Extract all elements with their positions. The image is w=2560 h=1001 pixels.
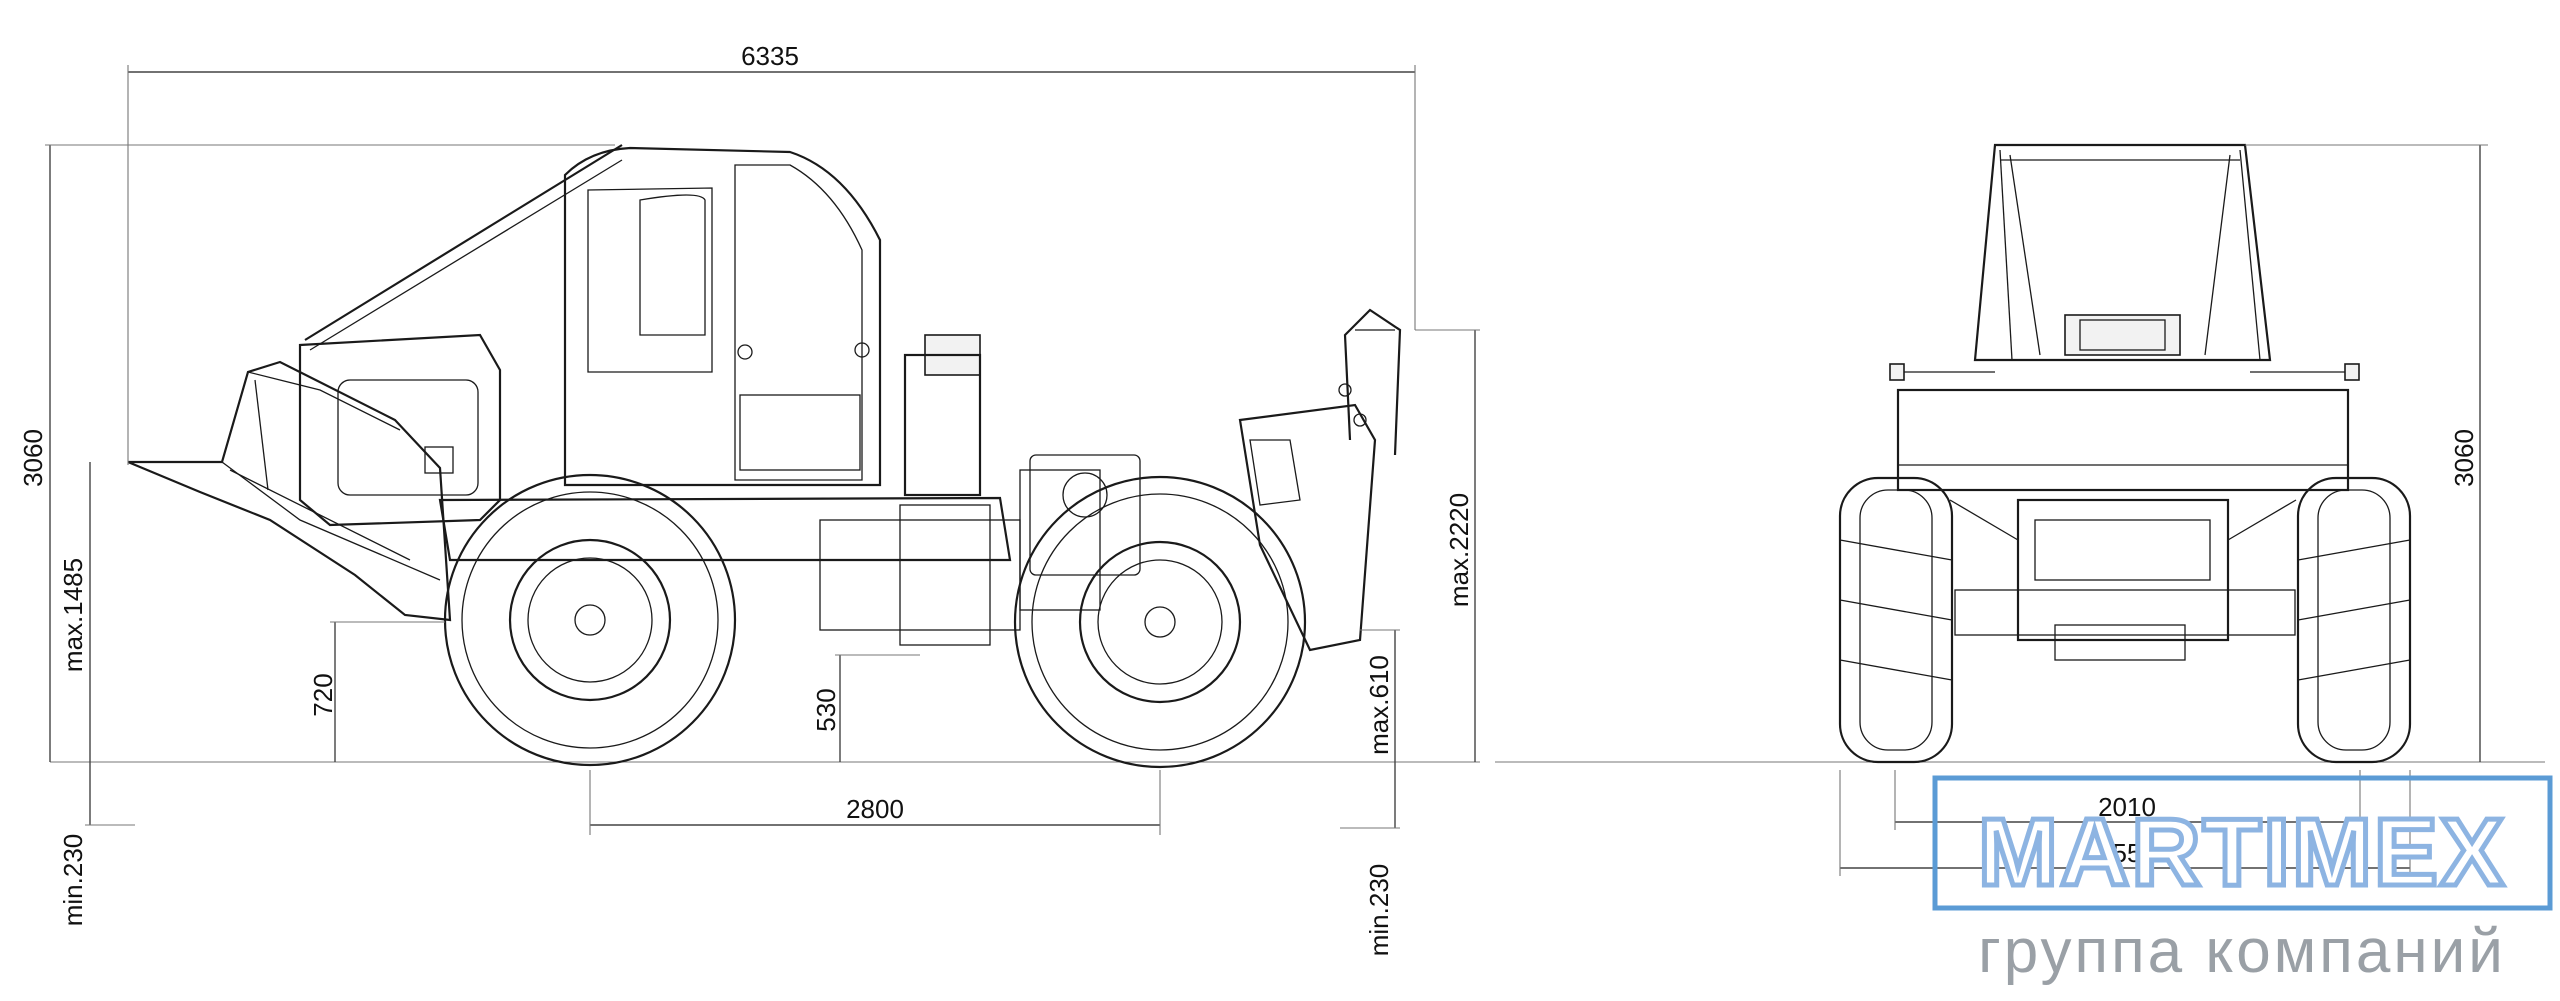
front-view-machine <box>1495 143 2545 764</box>
side-view-machine <box>50 144 1480 769</box>
dim-blade-height: max.1485 <box>58 558 88 672</box>
dim-ground-clearance-mid: 530 <box>811 688 841 731</box>
logo-name: MARTIMEX <box>1978 799 2506 906</box>
front-wheel <box>443 473 737 767</box>
dim-blade-depth: min.230 <box>58 834 88 927</box>
rear-winch <box>1238 308 1402 652</box>
dim-front-height: 3060 <box>2449 429 2479 487</box>
logo-subtitle: группа компаний <box>1978 917 2506 986</box>
front-view-left-tire <box>1838 476 1954 764</box>
dim-ground-clearance-front: 720 <box>308 673 338 716</box>
dim-wheelbase: 2800 <box>846 794 904 824</box>
cab <box>563 146 882 487</box>
front-blade <box>127 360 452 622</box>
dim-overall-height: 3060 <box>18 429 48 487</box>
engine-hood <box>298 333 502 527</box>
dim-front-width: 2550 <box>2098 838 2156 868</box>
rear-wheel <box>1013 475 1307 769</box>
dim-front-track: 2010 <box>2098 792 2156 822</box>
dim-rear-ground: max.610 <box>1364 655 1394 755</box>
side-view-dimensions: 6335 3060 max.1485 720 530 2800 max.2220… <box>18 41 1480 956</box>
dim-rear-max-height: max.2220 <box>1444 493 1474 607</box>
front-view-right-tire <box>2296 476 2412 764</box>
front-view-dimensions: 3060 2010 2550 <box>1839 144 2488 876</box>
dim-rear-depth: min.230 <box>1364 864 1394 957</box>
martimex-logo: MARTIMEX группа компаний <box>1932 775 2553 986</box>
dim-overall-length: 6335 <box>741 41 799 71</box>
